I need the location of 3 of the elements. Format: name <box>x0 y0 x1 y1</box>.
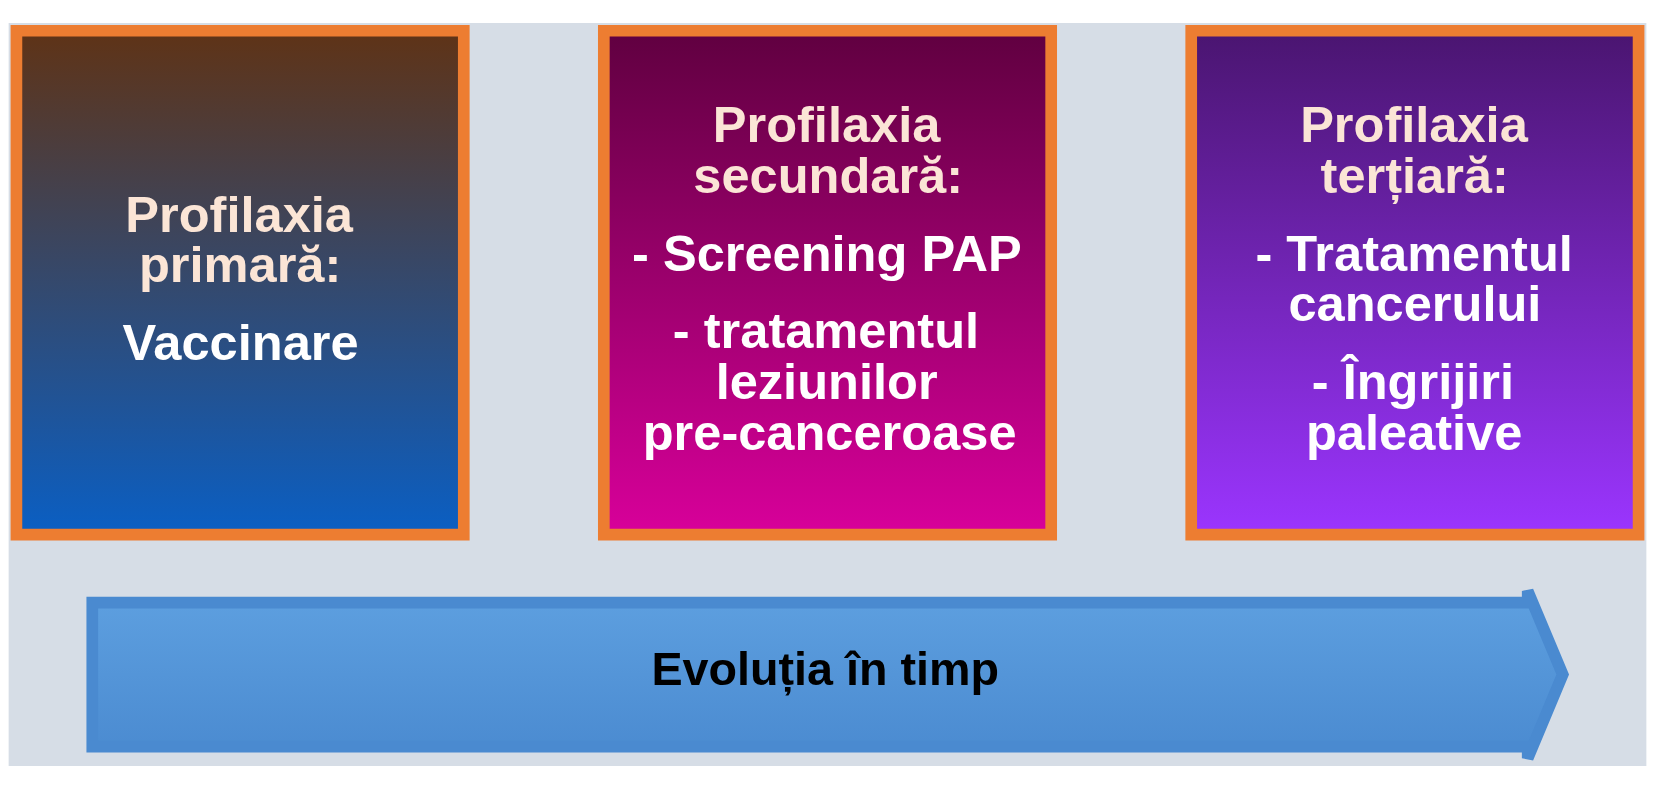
node-box: Profilaxia secundară: - Screening PAP - tratamentul leziunilor pre-canceroase <box>598 24 1057 541</box>
node-box: Profilaxia primară: Vaccinare <box>10 24 470 541</box>
node-box: Profilaxia terțiară: - Tratamentul cancerului - Îngrijiri paleative <box>1185 24 1645 541</box>
